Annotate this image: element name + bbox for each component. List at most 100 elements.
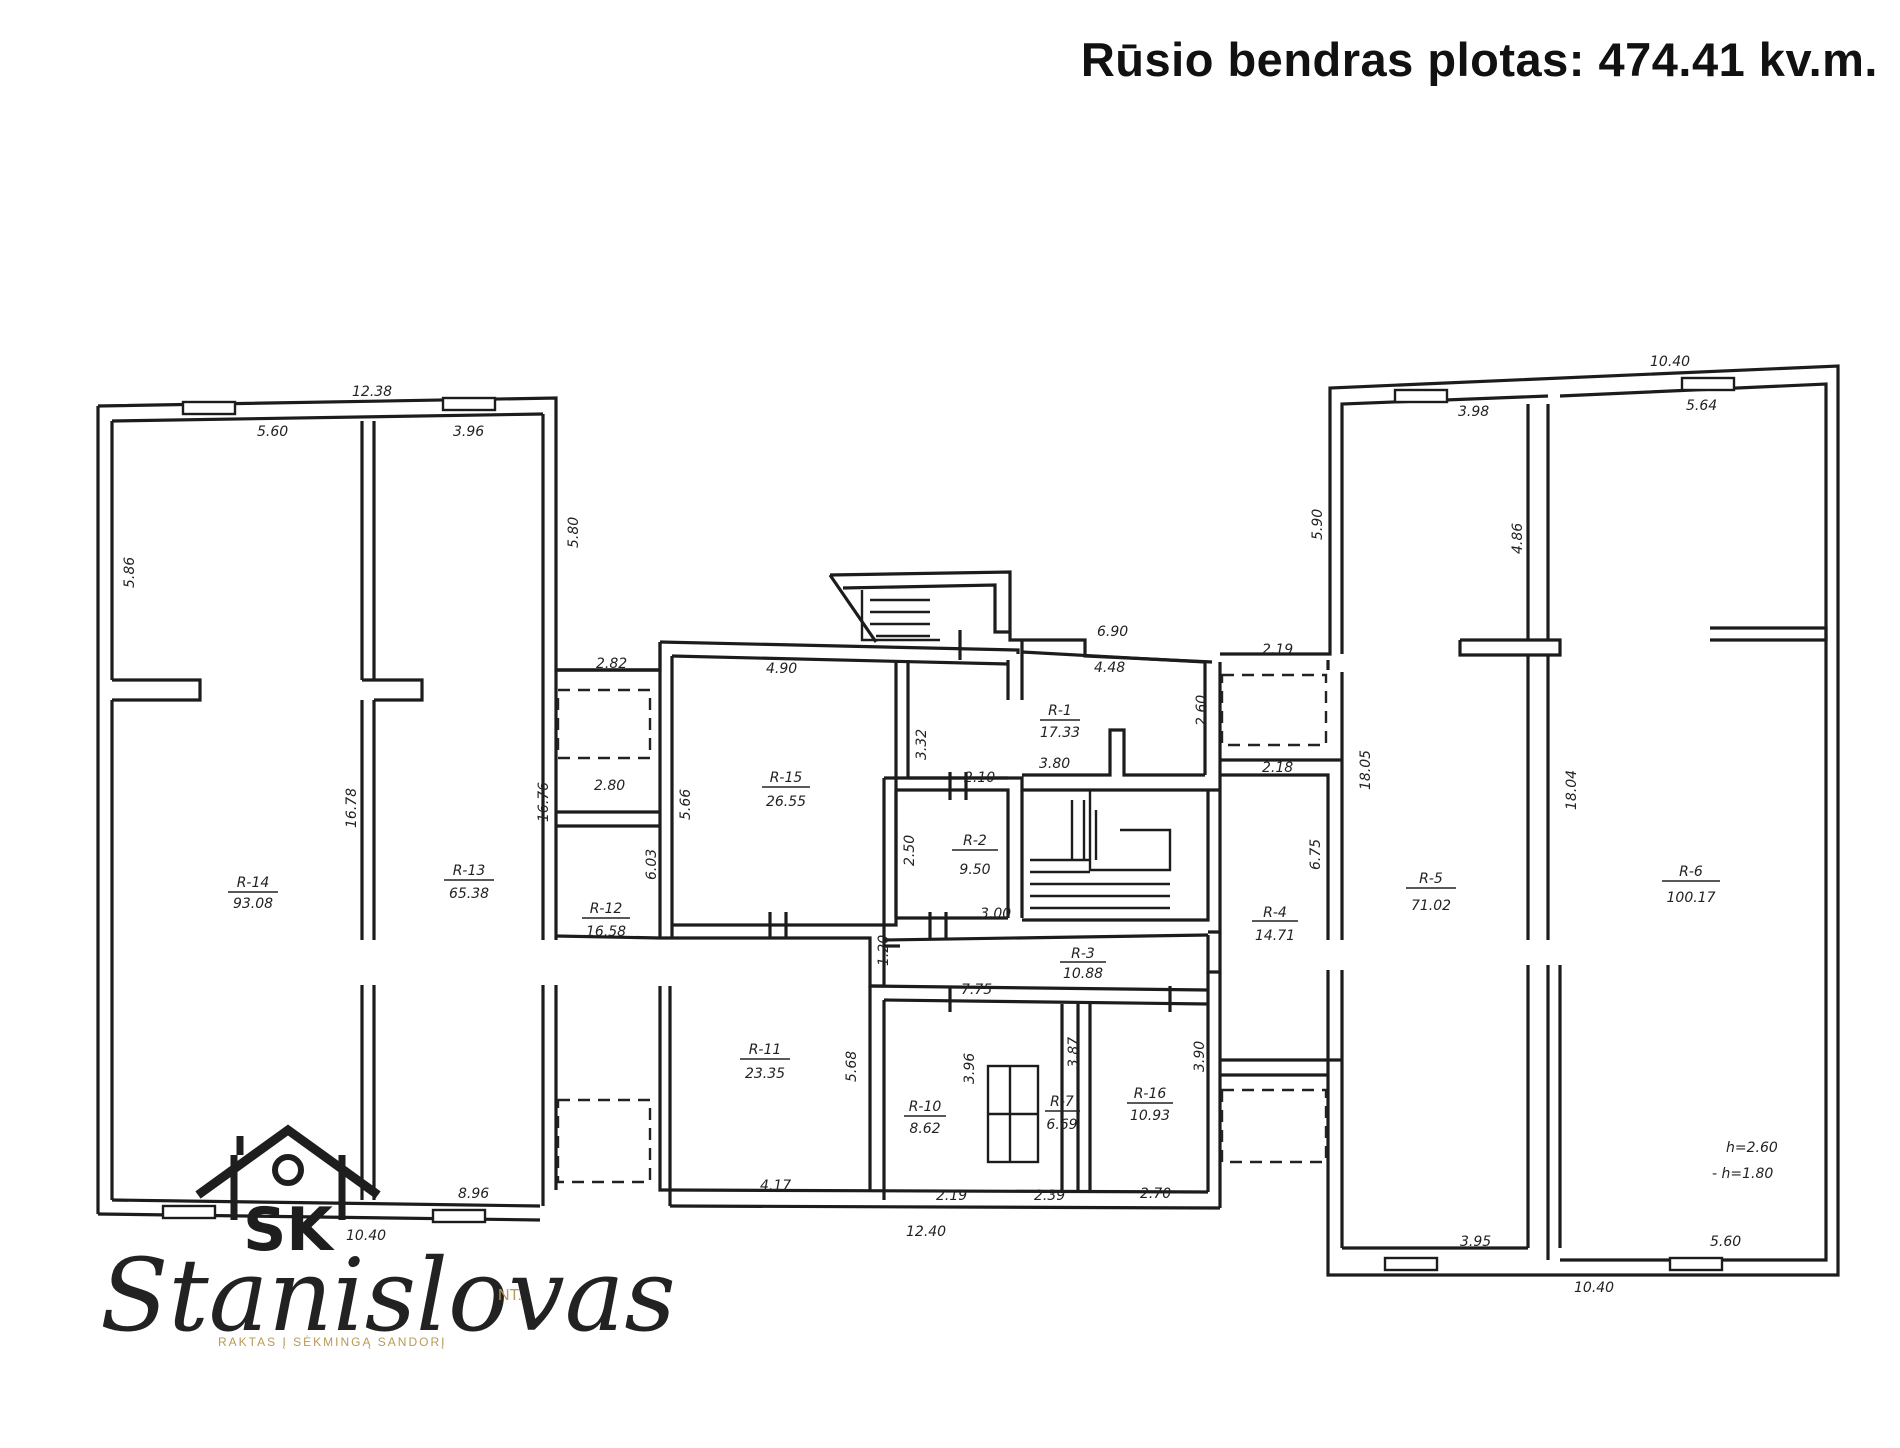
dimension: 18.05 <box>1358 750 1374 790</box>
room-area: 71.02 <box>1411 898 1451 914</box>
room-id: R-1 <box>1048 703 1072 719</box>
room-id: R-2 <box>963 833 987 849</box>
room-r1: R-1 17.33 <box>1040 703 1080 741</box>
dimension: 2.19 <box>936 1188 967 1204</box>
left-block-walls <box>96 396 660 1224</box>
room-id: R-16 <box>1134 1086 1167 1102</box>
dimension: 5.60 <box>257 424 288 440</box>
room-r11: R-11 23.35 <box>740 1042 790 1082</box>
dimension: 10.40 <box>1650 354 1690 370</box>
height-note: h=2.60 <box>1726 1140 1778 1156</box>
room-id: R-5 <box>1419 871 1443 887</box>
dimension: 3.98 <box>1458 404 1489 420</box>
logo-letters: SK <box>243 1195 335 1265</box>
dimension: 16.78 <box>344 788 360 828</box>
room-id: R-3 <box>1071 946 1095 962</box>
room-r16: R-16 10.93 <box>1127 1086 1173 1124</box>
room-id: R-12 <box>590 901 623 917</box>
room-id: R-15 <box>770 770 803 786</box>
dimension: 5.68 <box>844 1051 860 1082</box>
dimension: 4.48 <box>1094 660 1125 676</box>
logo-script-text: Stanislovas <box>100 1237 676 1354</box>
dimension: 3.96 <box>962 1053 978 1084</box>
dimension: 1.20 <box>876 935 892 966</box>
dimension: 5.64 <box>1686 398 1717 414</box>
dimension: 6.03 <box>644 849 660 880</box>
company-logo: SK Stanislovas NT. RAKTAS Į SĖKMINGĄ SAN… <box>100 1124 676 1354</box>
right-block-walls <box>1220 364 1840 1277</box>
dimension: 6.75 <box>1308 839 1324 870</box>
dimension: 2.19 <box>1262 642 1293 658</box>
room-id: R-4 <box>1263 905 1287 921</box>
room-area: 10.93 <box>1130 1108 1170 1124</box>
dimension: 2.80 <box>594 778 625 794</box>
dimension: 2.50 <box>902 835 918 866</box>
logo-badge: NT. <box>498 1287 522 1304</box>
dimension: 2.82 <box>596 656 627 672</box>
dimension: 3.96 <box>453 424 484 440</box>
room-area: 8.62 <box>909 1121 940 1137</box>
room-id: R-7 <box>1050 1094 1074 1110</box>
room-r12: R-12 16.58 <box>582 901 630 940</box>
light-wells <box>556 673 1328 1184</box>
room-id: R-14 <box>237 875 270 891</box>
room-area: 93.08 <box>233 896 273 912</box>
room-area: 9.50 <box>959 862 990 878</box>
room-id: R-13 <box>453 863 486 879</box>
logo-key-icon <box>272 1154 304 1186</box>
dimension: 3.00 <box>980 906 1011 922</box>
dimension: 5.60 <box>1710 1234 1741 1250</box>
dimension-labels: 12.38 5.60 3.96 5.86 5.80 16.78 16.76 2.… <box>122 354 1778 1296</box>
room-area: 6.69 <box>1046 1117 1077 1133</box>
dimension: 2.18 <box>1262 760 1293 776</box>
dimension: 3.90 <box>1192 1041 1208 1072</box>
dimension: 2.60 <box>1194 695 1210 726</box>
dimension: 2.70 <box>1140 1186 1171 1202</box>
dimension: 3.32 <box>914 729 930 760</box>
dimension: 8.96 <box>458 1186 489 1202</box>
room-area: 17.33 <box>1040 725 1080 741</box>
dimension: 3.87 <box>1066 1037 1082 1068</box>
dimension: 18.04 <box>1564 770 1580 810</box>
page-title: Rūsio bendras plotas: 474.41 kv.m. <box>1080 33 1878 86</box>
room-area: 26.55 <box>766 794 806 810</box>
height-note: - h=1.80 <box>1712 1166 1773 1182</box>
dimension: 5.86 <box>122 557 138 588</box>
room-r10: R-10 8.62 <box>904 1099 946 1137</box>
dimension: 10.40 <box>1574 1280 1614 1296</box>
dimension: 5.66 <box>678 789 694 820</box>
dimension: 7.75 <box>961 982 992 998</box>
room-area: 16.58 <box>586 924 626 940</box>
room-id: R-10 <box>909 1099 942 1115</box>
room-r5: R-5 71.02 <box>1406 871 1456 914</box>
room-r3: R-3 10.88 <box>1060 946 1106 982</box>
dimension: 4.86 <box>1510 523 1526 554</box>
logo-roof-icon <box>195 1124 381 1199</box>
room-r6: R-6 100.17 <box>1662 864 1720 906</box>
dimension: 6.90 <box>1097 624 1128 640</box>
room-r2: R-2 9.50 <box>952 833 998 878</box>
staircase <box>860 590 1172 910</box>
dimension: 12.40 <box>906 1224 946 1240</box>
room-r4: R-4 14.71 <box>1252 905 1298 944</box>
room-r15: R-15 26.55 <box>762 770 810 810</box>
room-area: 65.38 <box>449 886 489 902</box>
room-id: R-11 <box>749 1042 782 1058</box>
dimension: 4.90 <box>766 661 797 677</box>
dimension: 2.10 <box>964 770 995 786</box>
room-area: 23.35 <box>745 1066 785 1082</box>
dimension: 3.80 <box>1039 756 1070 772</box>
room-area: 14.71 <box>1255 928 1295 944</box>
room-r13: R-13 65.38 <box>444 863 494 902</box>
room-id: R-6 <box>1679 864 1703 880</box>
room-area: 100.17 <box>1667 890 1716 906</box>
room-labels: R-14 93.08 R-13 65.38 R-12 16.58 R-15 26… <box>228 703 1720 1137</box>
logo-tagline: RAKTAS Į SĖKMINGĄ SANDORĮ <box>218 1335 446 1349</box>
room-r7: R-7 6.69 <box>1045 1094 1080 1133</box>
dimension: 12.38 <box>352 384 392 400</box>
room-r14: R-14 93.08 <box>228 875 278 912</box>
room-area: 10.88 <box>1063 966 1103 982</box>
dimension: 5.80 <box>566 517 582 548</box>
dimension: 3.95 <box>1460 1234 1491 1250</box>
